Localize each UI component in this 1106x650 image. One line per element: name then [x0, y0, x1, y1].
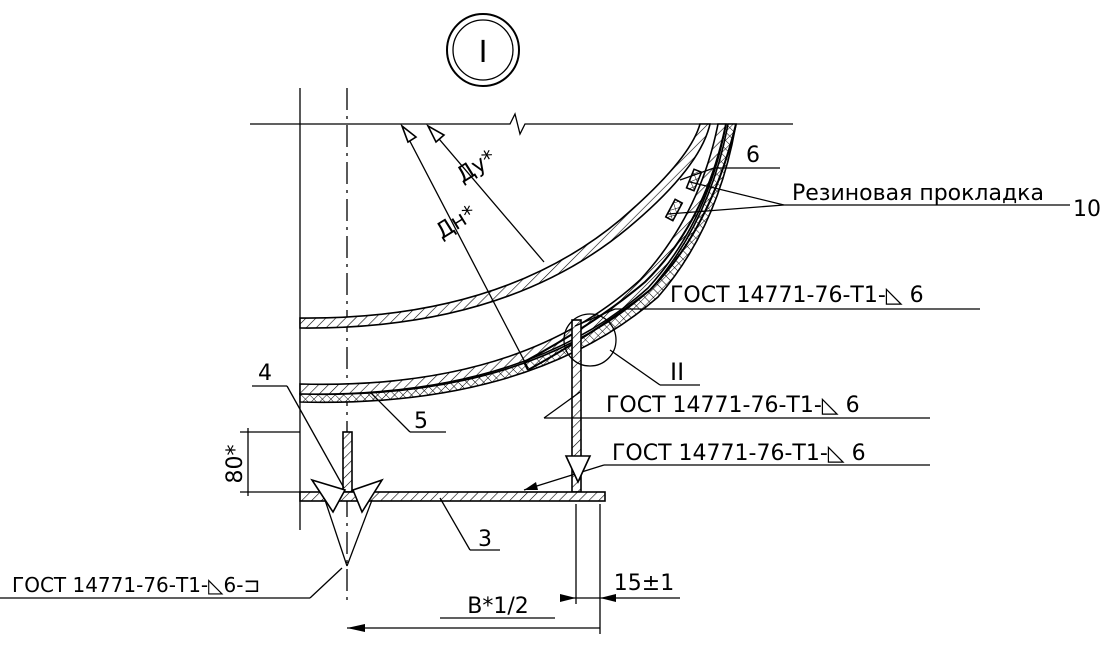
weld-note-top: ГОСТ 14771-76-Т1-◺ 6 — [670, 283, 924, 308]
rubber-gasket-note: Резиновая прокладка — [792, 181, 1044, 206]
position-5: 5 — [414, 409, 428, 434]
gasket-block — [685, 168, 703, 192]
base-plate — [299, 491, 606, 502]
gasket-block — [664, 198, 684, 222]
leaders — [0, 167, 1070, 599]
position-6: 6 — [746, 143, 760, 168]
position-10: 10 — [1073, 197, 1101, 222]
view-callout: I — [446, 13, 520, 87]
break-line — [250, 112, 793, 136]
detail-label: II — [670, 358, 684, 386]
stiffener-plate — [342, 431, 353, 493]
width-label: B*1/2 — [467, 594, 529, 619]
weld-note-bottom: ГОСТ 14771-76-Т1-◺6-⊐ — [12, 573, 260, 597]
gap-dimension: 15±1 — [560, 504, 680, 604]
position-3: 3 — [478, 527, 492, 552]
diameter-dimensions: Ду* Дн* — [400, 123, 545, 369]
outer-diameter-label: Дн* — [432, 201, 481, 245]
weld-note-mid: ГОСТ 14771-76-Т1-◺ 6 — [606, 393, 860, 418]
width-dimension: B*1/2 — [347, 504, 601, 634]
position-4: 4 — [258, 361, 272, 386]
shell-band-outer — [523, 123, 727, 363]
height-dimension: 80* — [223, 428, 300, 496]
pipe-outer-wall — [299, 123, 727, 395]
gap-label: 15±1 — [614, 571, 674, 596]
height-label: 80* — [223, 445, 248, 484]
shell-band — [527, 123, 737, 371]
detail-circle — [563, 313, 617, 367]
view-callout-label: I — [479, 35, 488, 70]
weld-note-low: ГОСТ 14771-76-Т1-◺ 6 — [612, 441, 866, 466]
